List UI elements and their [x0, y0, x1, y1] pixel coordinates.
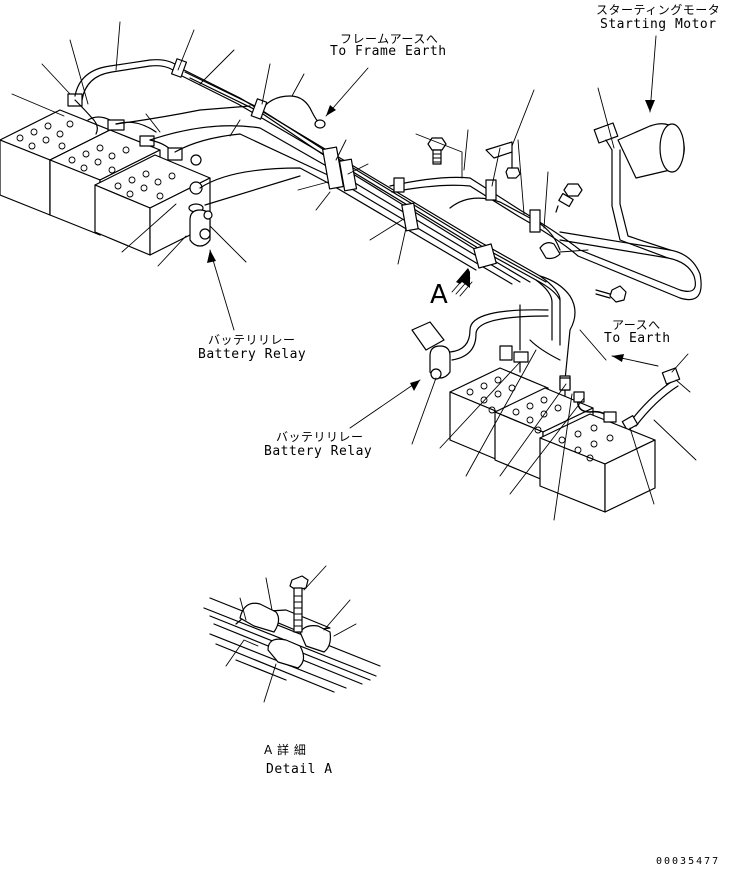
- bolt-lower: [595, 285, 627, 303]
- to-earth-label-jp: アースへ: [612, 318, 661, 332]
- battery-relay-bottom-label-en: Battery Relay: [264, 444, 373, 459]
- detail-a: [203, 565, 381, 703]
- battery-terminals-left: [67, 93, 203, 195]
- frame-earth-label-en: To Frame Earth: [330, 44, 447, 59]
- harness-clamps: [170, 58, 681, 431]
- detail-a-label-en: Detail A: [266, 762, 333, 777]
- bolt-mid: [555, 183, 583, 213]
- view-marker-label: A: [430, 280, 448, 310]
- battery-6: [539, 413, 656, 513]
- battery-3: [94, 154, 211, 256]
- annotation-arrows: [207, 35, 659, 429]
- battery-relay-top-label-jp: バッテリリレー: [208, 333, 296, 347]
- view-arrow: [451, 268, 473, 297]
- battery-group-right: [449, 351, 656, 513]
- drawing-code: 00035477: [656, 856, 721, 867]
- battery-relay-bottom-label-jp: バッテリリレー: [276, 430, 364, 444]
- leader-lines: [11, 21, 697, 521]
- battery-relay-bottom: [411, 321, 451, 380]
- battery-group-left: [0, 93, 211, 256]
- battery-relay-top-label-en: Battery Relay: [198, 347, 307, 362]
- starting-motor: [593, 122, 685, 179]
- frame-earth-label-jp: フレームアースへ: [340, 32, 439, 46]
- bolts-brackets: [427, 137, 627, 303]
- detail-a-label-jp: A 詳 細: [264, 743, 307, 757]
- bolt-top: [427, 137, 447, 165]
- starting-motor-label-en: Starting Motor: [600, 17, 717, 32]
- starting-motor-label-jp: スターティングモータ: [596, 3, 721, 17]
- battery-relay-top: [188, 203, 213, 247]
- to-earth-label-en: To Earth: [604, 331, 671, 346]
